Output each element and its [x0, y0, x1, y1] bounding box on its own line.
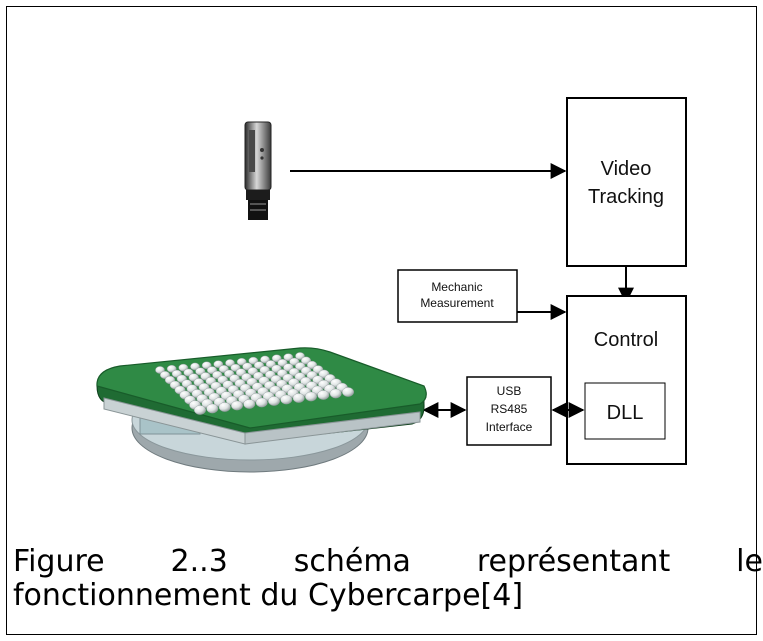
carpet-ball — [206, 403, 219, 414]
caption-word: 2..3 — [170, 544, 228, 579]
interface-block: USB RS485 Interface — [466, 376, 552, 446]
video-tracking-block: Video Tracking — [566, 97, 687, 267]
carpet-ball — [292, 393, 305, 403]
carpet-ball — [280, 394, 293, 405]
interface-label-line2: RS485 — [491, 402, 528, 416]
carpet-ball — [268, 396, 281, 406]
carpet-ball — [230, 400, 243, 411]
carpet-ball — [295, 352, 305, 360]
caption-word: représentant — [476, 544, 671, 579]
mechanic-measurement-block: Mechanic Measurement — [397, 269, 518, 323]
camera-icon — [244, 121, 272, 220]
carpet-ball — [218, 402, 231, 412]
control-block: Control DLL — [566, 295, 687, 465]
figure-caption: Figure 2..3 schéma représentant le fonct… — [13, 545, 763, 613]
carpet-ball — [255, 397, 268, 408]
caption-line2: fonctionnement du Cybercarpe[4] — [13, 578, 524, 613]
carpet-ball — [271, 354, 282, 363]
mechanic-label-line2: Measurement — [420, 296, 494, 310]
caption-word: Figure — [13, 544, 105, 579]
carpet-ball — [329, 388, 342, 399]
dll-label: DLL — [607, 402, 644, 424]
caption-line1: Figure 2..3 schéma représentant le — [13, 545, 763, 579]
carpet-ball — [342, 387, 355, 397]
interface-label-line1: USB — [497, 384, 522, 398]
caption-word: schéma — [293, 544, 411, 579]
caption-word: le — [736, 544, 763, 579]
interface-label-line3: Interface — [486, 420, 533, 434]
mechanic-label-line1: Mechanic — [431, 280, 482, 294]
dll-box — [584, 382, 666, 440]
video-tracking-label-line2: Tracking — [588, 186, 664, 208]
carpet-ball — [260, 355, 270, 364]
cybercarpet-icon — [96, 347, 427, 473]
carpet-ball — [283, 353, 294, 362]
cybercarpet-diagram: Video Tracking Mechanic Measurement Cont… — [96, 97, 687, 473]
carpet-ball — [317, 390, 330, 400]
carpet-ball — [305, 391, 318, 402]
carpet-ball — [243, 399, 256, 409]
carpet-ball — [193, 405, 206, 415]
video-tracking-label-line1: Video — [601, 158, 652, 180]
control-label: Control — [594, 329, 658, 351]
